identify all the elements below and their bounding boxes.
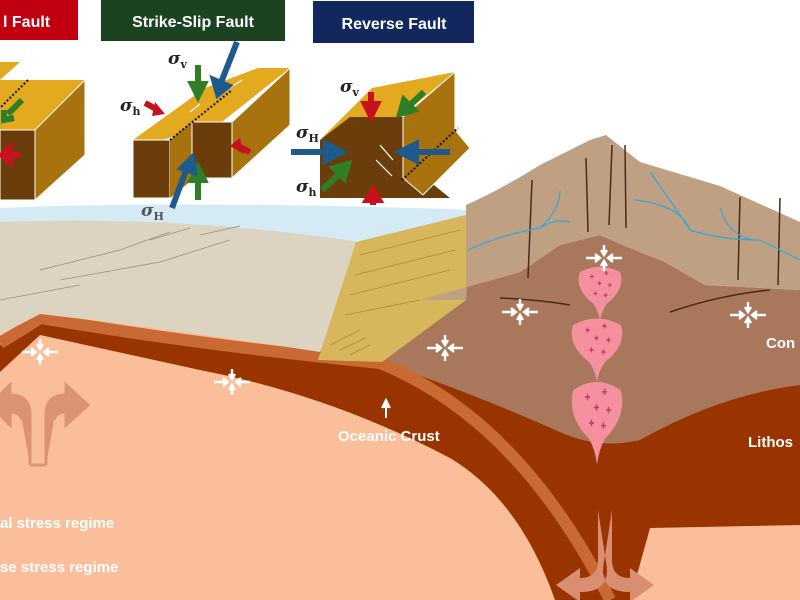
sigma-H-label: σH [296, 123, 319, 145]
accretionary-wedge [318, 214, 470, 362]
downwelling-arrow-icon [556, 510, 654, 600]
sediment-layer [0, 220, 360, 352]
normal-fault-box [0, 0, 78, 40]
reverse-fault-title: Reverse Fault [342, 16, 448, 33]
upwelling-arrow-icon [0, 381, 91, 467]
sigma-v-label: σv [340, 77, 360, 99]
oceanic-crust [0, 311, 616, 600]
sigma-h-label: σh [296, 177, 317, 199]
strike-slip-fault-title: Strike-Slip Fault [132, 14, 254, 31]
legend-regime-2: se stress regime [0, 559, 118, 576]
sigma-h-label: σh [120, 96, 141, 118]
legend-regime-1: al stress regime [0, 515, 114, 532]
reverse-fault-block [291, 70, 471, 205]
continental-label: Con [766, 335, 795, 352]
normal-fault-title: l Fault [3, 14, 51, 31]
strike-slip-fault-box [101, 0, 285, 41]
lithosphere-label: Lithos [748, 434, 793, 451]
sigma-H-label: σH [141, 201, 164, 223]
arrow-up-icon [381, 397, 391, 418]
strike-slip-fault-block [132, 40, 291, 210]
sigma-v-label: σv [168, 49, 188, 71]
normal-fault-block [0, 62, 86, 202]
oceanic-crust-label: Oceanic Crust [338, 428, 440, 445]
reverse-fault-box [313, 1, 474, 43]
